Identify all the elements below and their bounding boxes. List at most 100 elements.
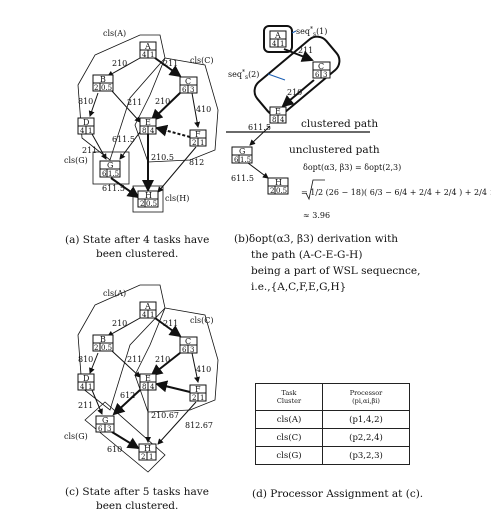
node-a-b: A 4 1 xyxy=(269,30,287,48)
node-label: F xyxy=(195,130,201,139)
edge-c-e-c xyxy=(150,352,181,377)
caption-a-line2: been clustered. xyxy=(96,248,178,260)
node-value: 2 xyxy=(270,187,274,195)
edge-e-g xyxy=(119,131,141,160)
node-value: 0.5 xyxy=(101,344,112,352)
node-d-c: D 4 1 xyxy=(77,373,95,391)
node-e-c: E 8 4 xyxy=(139,373,157,391)
edge-f-h-c xyxy=(157,401,197,445)
node-value: 1 xyxy=(200,139,204,147)
cluster-a-boundary-c xyxy=(77,284,166,411)
edge-label: 611.5 xyxy=(248,123,271,132)
table-row: cls(C) (p2,2,4) xyxy=(255,428,410,447)
node-label: A xyxy=(144,42,151,51)
node-value: 4 xyxy=(142,51,147,59)
node-label: F xyxy=(195,385,201,394)
edge-e-g-b xyxy=(249,125,271,146)
panel-c: cls(A) cls(C) cls(G) 210 211 810 211 210… xyxy=(64,284,219,512)
node-value: 3 xyxy=(323,71,327,79)
table-header-processor: Processor (pi,αi,βi) xyxy=(322,383,410,411)
node-value: 8 xyxy=(142,127,146,135)
edge-g-h-c xyxy=(111,431,140,450)
edge-label: 211 xyxy=(82,146,97,155)
edge-g-h-b xyxy=(247,162,269,179)
node-value: 6 xyxy=(98,425,103,433)
equation-line-2: = 1/2 (26 − 18)( 6/3 − 6/4 + 2/4 + 2/4 )… xyxy=(301,188,491,197)
panel-b: seq*s(1) seq*s(2) 211 210 611.5 611.5 A … xyxy=(226,25,491,293)
caption-d: (d) Processor Assignment at (c). xyxy=(252,488,423,500)
node-value: 4 xyxy=(142,311,147,319)
edge-a-c xyxy=(154,57,182,78)
edge-f-e-c xyxy=(155,380,191,393)
node-value: 4 xyxy=(150,383,155,391)
cluster-a-label-c: cls(A) xyxy=(103,289,126,298)
cluster-g-boundary-c xyxy=(84,401,166,473)
cluster-c-label-c: cls(C) xyxy=(190,316,214,325)
seq-1-box xyxy=(263,25,293,53)
edge-label: 210.67 xyxy=(151,411,179,420)
table-cell-cluster: cls(G) xyxy=(255,446,323,465)
node-value: 4 xyxy=(80,127,85,135)
unclustered-path-label: unclustered path xyxy=(289,144,380,156)
edge-f-e xyxy=(155,124,191,138)
node-value: 0.5 xyxy=(146,200,157,208)
edge-label: 211 xyxy=(163,59,178,68)
edge-label: 211 xyxy=(127,98,142,107)
node-label: C xyxy=(318,62,324,71)
node-label: B xyxy=(100,335,106,344)
edge-label: 211 xyxy=(298,46,313,55)
edge-c-f-c xyxy=(191,352,200,383)
node-label: H xyxy=(275,178,282,187)
node-value: 1.5 xyxy=(108,170,119,178)
node-label: C xyxy=(185,337,191,346)
node-h: H 2 0.5 xyxy=(137,190,159,208)
node-a: A 4 1 xyxy=(139,41,157,59)
node-a-c: A 4 1 xyxy=(139,301,157,319)
node-b: B 2 0.5 xyxy=(92,74,114,92)
node-f-c: F 2 1 xyxy=(189,384,207,402)
caption-b-line4: i.e.,{A,C,F,E,G,H} xyxy=(251,281,346,293)
node-f: F 2 1 xyxy=(189,129,207,147)
table-row: cls(A) (p1,4,2) xyxy=(255,410,410,429)
node-b-c: B 2 0.5 xyxy=(92,334,114,352)
edge-label: 810 xyxy=(78,97,93,106)
clustered-path-label: clustered path xyxy=(301,118,378,130)
node-value: 3 xyxy=(107,425,111,433)
node-value: 4 xyxy=(150,127,155,135)
caption-b-line1: (b)δopt(α3, β3) derivation with xyxy=(234,233,398,245)
node-value: 8 xyxy=(272,116,276,124)
node-c: C 6 3 xyxy=(179,76,198,94)
node-c-b: C 6 3 xyxy=(312,61,331,79)
node-label: A xyxy=(274,31,281,40)
node-value: 1 xyxy=(88,127,92,135)
node-value: 6 xyxy=(234,156,239,164)
edge-label: 810 xyxy=(78,355,93,364)
node-d: D 4 1 xyxy=(77,117,95,135)
caption-a-line1: (a) State after 4 tasks have xyxy=(65,234,209,246)
edge-a-c-b xyxy=(283,48,314,62)
edge-f-h xyxy=(157,146,197,193)
edge-label: 610 xyxy=(107,445,122,454)
edge-label: 611.5 xyxy=(112,135,135,144)
node-label: E xyxy=(145,118,151,127)
edge-c-e-b xyxy=(281,79,315,108)
table-cell-processor: (p1,4,2) xyxy=(322,410,410,429)
edge-label: 210 xyxy=(112,59,127,68)
edge-label: 611.5 xyxy=(102,184,125,193)
node-label: H xyxy=(144,444,151,453)
node-h-c: H 2 1 xyxy=(138,443,157,461)
equation-line-1: δopt(α3, β3) = δopt(2,3) xyxy=(303,163,401,172)
edge-label: 210 xyxy=(112,319,127,328)
edge-label: 611.5 xyxy=(231,174,254,183)
cluster-c-boundary xyxy=(134,57,219,163)
node-label: A xyxy=(144,302,151,311)
node-value: 8 xyxy=(142,383,146,391)
table-cell-processor: (p2,2,4) xyxy=(322,428,410,447)
processor-assignment-table: Task Cluster Processor (pi,αi,βi) cls(A)… xyxy=(255,383,410,465)
edge-a-b xyxy=(107,57,141,77)
node-value: 6 xyxy=(315,71,320,79)
node-value: 1 xyxy=(150,51,154,59)
node-g: G 6 1.5 xyxy=(99,160,121,178)
cluster-h-label: cls(H) xyxy=(165,194,189,203)
node-value: 4 xyxy=(272,40,277,48)
